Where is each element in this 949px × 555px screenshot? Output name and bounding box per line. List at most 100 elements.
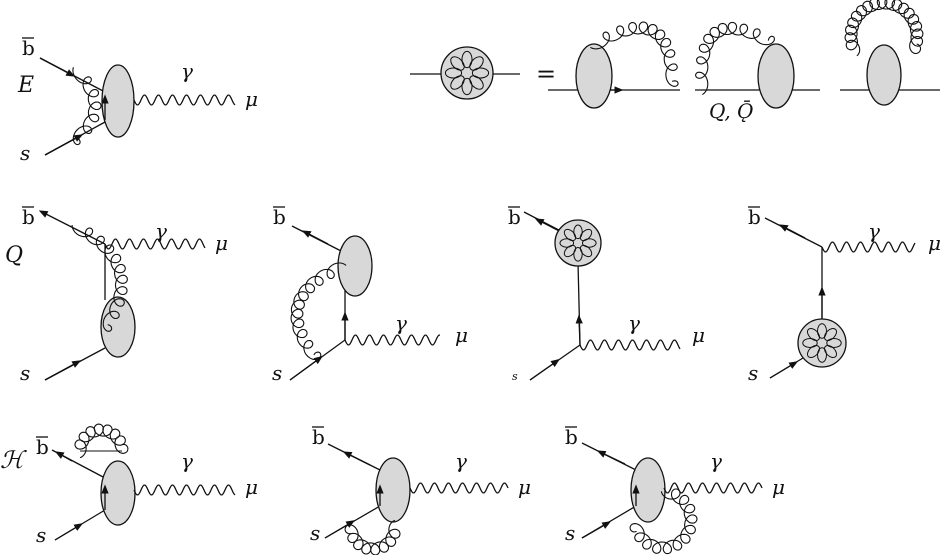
gluon-petal bbox=[573, 224, 583, 240]
gluon-petal bbox=[573, 247, 583, 262]
fermion-lines bbox=[39, 57, 106, 156]
gluon-petal bbox=[802, 338, 818, 348]
mu-label: μ bbox=[772, 475, 785, 499]
bbar-label: b bbox=[22, 36, 35, 60]
gluon-line bbox=[71, 224, 128, 332]
mu-label: μ bbox=[245, 87, 258, 111]
diagram-Q2: b s γ μ bbox=[272, 205, 468, 385]
gluon-petal bbox=[469, 56, 484, 71]
gamma-label: γ bbox=[181, 59, 193, 83]
bbar-label: b bbox=[565, 425, 578, 449]
diagram-H1: b s γ μ bbox=[36, 423, 258, 547]
gluon-line bbox=[290, 262, 347, 361]
s-label: s bbox=[512, 370, 518, 383]
gluon-star bbox=[444, 50, 490, 96]
gamma-label: γ bbox=[455, 449, 467, 473]
s-label: s bbox=[310, 521, 320, 545]
bbar-label: b bbox=[22, 205, 35, 229]
gluon-petal bbox=[461, 77, 473, 96]
diagram-H2: b s γ μ bbox=[310, 425, 531, 555]
blob bbox=[100, 460, 136, 526]
s-label: s bbox=[20, 361, 30, 385]
gluon-petal bbox=[823, 344, 838, 359]
blob bbox=[757, 43, 795, 109]
diagram-Q1: b s γ μ bbox=[20, 205, 228, 385]
photon-line bbox=[579, 339, 681, 351]
gluon-loop bbox=[629, 488, 698, 555]
mu-label: μ bbox=[518, 475, 531, 499]
gamma-label: γ bbox=[155, 219, 167, 243]
bbar-label: b bbox=[273, 205, 286, 229]
gluon-petal bbox=[471, 67, 490, 79]
s-label: s bbox=[748, 361, 758, 385]
gluon-loop bbox=[74, 423, 129, 459]
gluon-petal bbox=[563, 244, 577, 258]
gluon-petal bbox=[469, 75, 484, 90]
mu-label: μ bbox=[215, 231, 228, 255]
term-label: Q, Ǭ bbox=[709, 99, 754, 123]
star-blob bbox=[797, 318, 847, 368]
s-label: s bbox=[565, 521, 575, 545]
s-label: s bbox=[272, 361, 282, 385]
photon-line bbox=[663, 482, 763, 494]
gluon-loop bbox=[844, 0, 924, 57]
s-label: s bbox=[20, 141, 30, 165]
photon-line bbox=[133, 94, 236, 106]
gluon-petal bbox=[806, 327, 821, 342]
gluon-petal bbox=[450, 75, 465, 90]
row-label-H: ℋ bbox=[0, 446, 27, 474]
photon-line bbox=[133, 484, 236, 496]
blob bbox=[575, 43, 613, 109]
gluon-petal bbox=[817, 323, 827, 339]
mu-label: μ bbox=[692, 323, 705, 347]
gluon-petal bbox=[450, 56, 465, 71]
gluon-petal bbox=[461, 50, 473, 69]
blob bbox=[337, 235, 373, 297]
gluon-line bbox=[72, 67, 102, 146]
gluon-star bbox=[559, 224, 597, 262]
gamma-label: γ bbox=[628, 311, 640, 335]
gamma-label: γ bbox=[181, 449, 193, 473]
gluon-petal bbox=[559, 238, 575, 248]
diagram-E: E b s γ μ bbox=[17, 36, 258, 165]
gluon-petal bbox=[823, 327, 838, 342]
gluon-petal bbox=[579, 244, 593, 258]
gluon-petal bbox=[806, 344, 821, 359]
photon-line bbox=[409, 482, 509, 494]
gluon-petal bbox=[579, 228, 593, 242]
row-label-Q: Q bbox=[5, 243, 23, 268]
bbar-label: b bbox=[748, 205, 761, 229]
mu-label: μ bbox=[928, 231, 941, 255]
diagram-Q3: b s γ μ bbox=[508, 205, 705, 383]
photon-line bbox=[344, 334, 440, 346]
blob bbox=[101, 64, 135, 138]
star-blob bbox=[554, 219, 602, 267]
diagram-H3: b s γ μ bbox=[565, 425, 785, 555]
gluon-petal bbox=[563, 228, 577, 242]
star-blob bbox=[440, 46, 494, 100]
blob bbox=[375, 457, 411, 523]
self-energy-equation: = Q, Ǭ bbox=[410, 0, 940, 123]
gamma-label: γ bbox=[868, 219, 880, 243]
diagram-Q4: b s γ μ bbox=[748, 205, 941, 385]
gluon-star bbox=[802, 323, 842, 363]
photon-line bbox=[821, 241, 916, 253]
gluon-petal bbox=[582, 238, 597, 248]
gluon-petal bbox=[817, 347, 827, 363]
gluon-loop bbox=[344, 519, 401, 555]
bbar-label: b bbox=[36, 435, 49, 459]
equals-sign: = bbox=[536, 60, 556, 88]
gamma-label: γ bbox=[710, 449, 722, 473]
photon-line bbox=[104, 238, 206, 250]
blob bbox=[866, 44, 902, 106]
bbar-label: b bbox=[312, 425, 325, 449]
gluon-line bbox=[590, 21, 679, 87]
row-label-E: E bbox=[17, 73, 34, 98]
gamma-label: γ bbox=[395, 311, 407, 335]
gluon-petal bbox=[826, 338, 842, 348]
mu-label: μ bbox=[245, 475, 258, 499]
gluon-line bbox=[695, 21, 775, 96]
bbar-label: b bbox=[508, 205, 521, 229]
mu-label: μ bbox=[455, 323, 468, 347]
